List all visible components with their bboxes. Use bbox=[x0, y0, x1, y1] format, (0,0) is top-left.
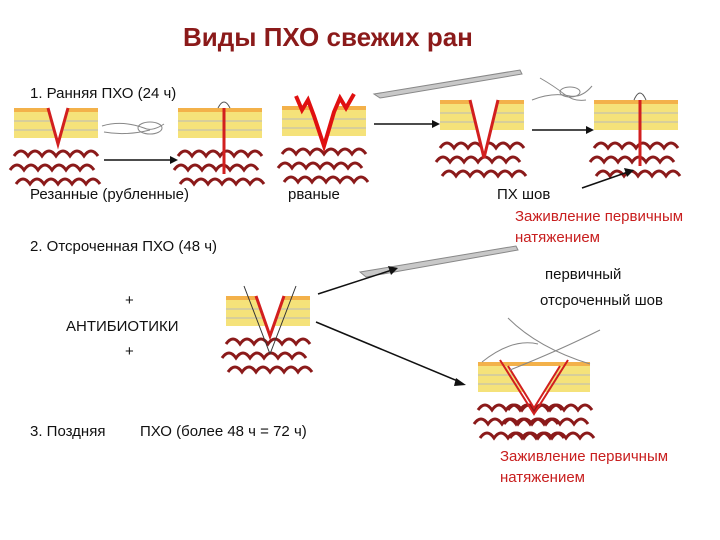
tissue-block-late bbox=[472, 359, 596, 440]
tissue-block-torn-wound bbox=[276, 93, 370, 184]
tissue-block-delayed bbox=[222, 285, 312, 372]
crossed-suture-icon bbox=[481, 317, 601, 371]
late-pho-heading-b: ПХО (более 48 ч = 72 ч) bbox=[140, 423, 307, 440]
arrow-6 bbox=[315, 321, 461, 383]
delayed-pho-heading: 2. Отсроченная ПХО (48 ч) bbox=[30, 238, 218, 255]
torn-wounds-label: рваные bbox=[288, 186, 340, 203]
healing-result-3-line2: натяжением bbox=[500, 469, 585, 486]
primary-suture-label: ПХ шов bbox=[497, 186, 551, 203]
plus-sign-top: + bbox=[125, 292, 134, 309]
page-title: Виды ПХО свежих ран bbox=[183, 22, 473, 52]
scalpel-icon-2 bbox=[358, 245, 519, 278]
healing-result-3-line1: Заживление первичным bbox=[500, 448, 669, 465]
needle-holder-icon-2 bbox=[531, 77, 593, 101]
delayed-suture-line2: отсроченный шов bbox=[540, 292, 663, 309]
arrow-5 bbox=[317, 269, 393, 295]
tissue-block-cut-wound bbox=[10, 108, 100, 184]
plus-sign-bottom: + bbox=[125, 343, 134, 360]
delayed-suture-line1: первичный bbox=[545, 266, 622, 283]
healing-result-1-line1: Заживление первичным bbox=[515, 208, 684, 225]
tissue-block-sutured bbox=[174, 101, 264, 184]
early-pho-heading: 1. Ранняя ПХО (24 ч) bbox=[30, 85, 177, 102]
needle-holder-icon bbox=[101, 121, 165, 135]
tissue-block-excised bbox=[436, 100, 526, 176]
scalpel-icon bbox=[372, 69, 523, 99]
antibiotics-label: АНТИБИОТИКИ bbox=[66, 318, 179, 335]
late-pho-heading-a: 3. Поздняя bbox=[30, 423, 106, 440]
healing-result-1-line2: натяжением bbox=[515, 229, 600, 246]
cut-wounds-label: Резанные (рубленные) bbox=[30, 186, 189, 203]
arrow-4 bbox=[581, 171, 629, 189]
tissue-block-sutured-final bbox=[590, 92, 680, 176]
